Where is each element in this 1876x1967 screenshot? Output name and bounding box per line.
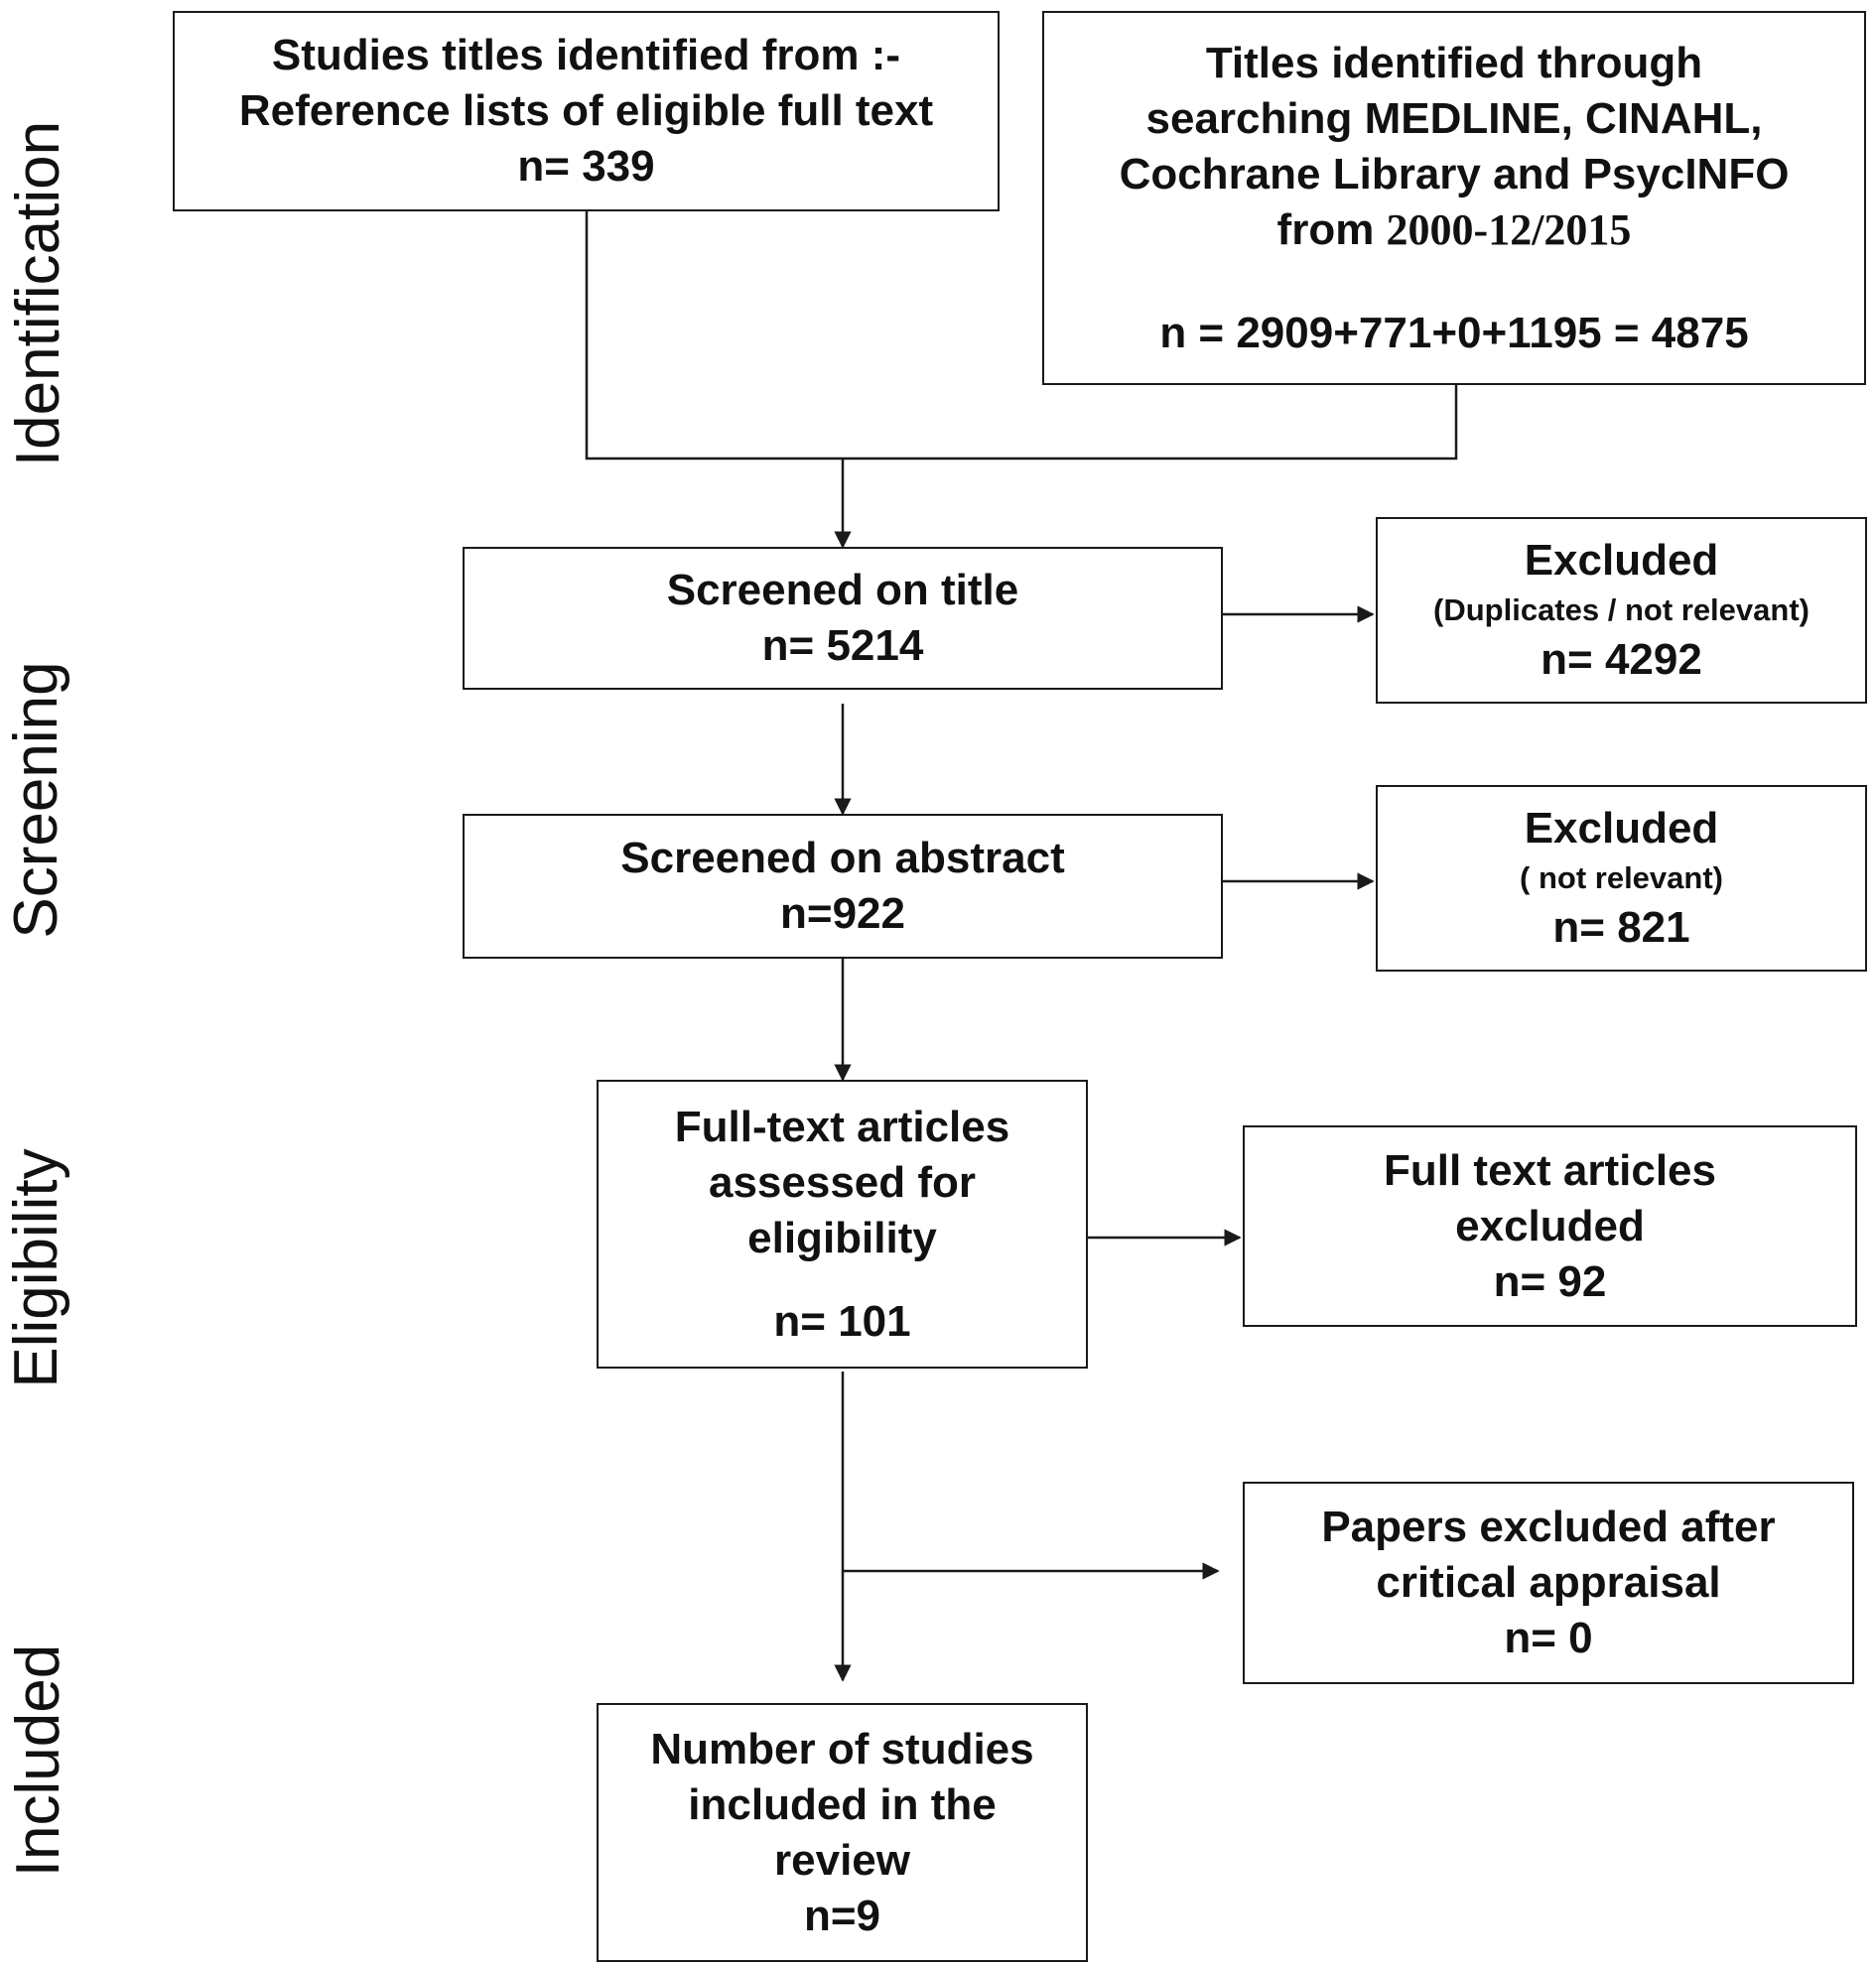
excluded-abstract-box: Excluded ( not relevant) n= 821 xyxy=(1376,785,1867,972)
included-studies-line1: Number of studies xyxy=(650,1724,1034,1773)
fulltext-assessed-line1: Full-text articles xyxy=(674,1102,1010,1151)
database-search-line3: Cochrane Library and PsycINFO xyxy=(1119,149,1790,198)
papers-excluded-box: Papers excluded after critical appraisal… xyxy=(1243,1482,1854,1684)
excluded-abstract-reason: ( not relevant) xyxy=(1520,860,1723,895)
database-search-line4: from 2000-12/2015 xyxy=(1277,202,1632,258)
included-studies-box: Number of studies included in the review… xyxy=(597,1703,1088,1962)
fulltext-excluded-line1: Full text articles xyxy=(1383,1145,1716,1195)
excluded-abstract-label: Excluded xyxy=(1524,804,1719,852)
database-search-line2: searching MEDLINE, CINAHL, xyxy=(1145,93,1763,143)
database-search-from: from xyxy=(1276,204,1387,254)
papers-excluded-count: n= 0 xyxy=(1504,1614,1593,1662)
screened-title-count: n= 5214 xyxy=(761,621,924,670)
papers-excluded-line1: Papers excluded after xyxy=(1321,1503,1776,1551)
merge-line xyxy=(585,210,1458,460)
excluded-title-box: Excluded (Duplicates / not relevant) n= … xyxy=(1376,517,1867,704)
reference-lists-count: n= 339 xyxy=(517,142,655,191)
fulltext-excluded-count: n= 92 xyxy=(1493,1256,1607,1306)
excluded-abstract-count: n= 821 xyxy=(1552,903,1690,952)
fulltext-excluded-box: Full text articles excluded n= 92 xyxy=(1243,1125,1857,1327)
fulltext-assessed-box: Full-text articles assessed for eligibil… xyxy=(597,1080,1088,1369)
screened-abstract-box: Screened on abstract n=922 xyxy=(463,814,1223,959)
fulltext-assessed-line3: eligibility xyxy=(747,1213,937,1262)
database-search-box: Titles identified through searching MEDL… xyxy=(1042,11,1866,385)
papers-excluded-line2: critical appraisal xyxy=(1376,1558,1721,1607)
fulltext-assessed-line2: assessed for xyxy=(708,1157,977,1207)
reference-lists-line1: Studies titles identified from :- xyxy=(271,31,901,79)
included-studies-line3: review xyxy=(774,1835,910,1885)
included-studies-line2: included in the xyxy=(688,1779,997,1829)
screened-abstract-label: Screened on abstract xyxy=(620,834,1065,882)
fulltext-assessed-count: n= 101 xyxy=(773,1296,911,1346)
reference-lists-line2: Reference lists of eligible full text xyxy=(238,86,934,135)
stage-label-identification: Identification xyxy=(4,120,72,467)
fulltext-excluded-line2: excluded xyxy=(1455,1201,1645,1250)
screened-title-label: Screened on title xyxy=(666,566,1019,614)
database-search-count: n = 2909+771+0+1195 = 4875 xyxy=(1159,308,1749,357)
database-search-line1: Titles identified through xyxy=(1205,38,1703,87)
screened-title-box: Screened on title n= 5214 xyxy=(463,547,1223,690)
included-studies-count: n=9 xyxy=(803,1891,881,1940)
stage-label-screening: Screening xyxy=(2,661,70,939)
stage-label-eligibility: Eligibility xyxy=(2,1148,70,1388)
excluded-title-reason: (Duplicates / not relevant) xyxy=(1433,592,1809,627)
stage-label-included: Included xyxy=(4,1643,72,1878)
database-search-dates: 2000-12/2015 xyxy=(1386,204,1632,254)
excluded-title-label: Excluded xyxy=(1524,536,1719,585)
excluded-title-count: n= 4292 xyxy=(1541,635,1702,684)
screened-abstract-count: n=922 xyxy=(780,889,905,938)
reference-lists-box: Studies titles identified from :- Refere… xyxy=(173,11,1000,211)
